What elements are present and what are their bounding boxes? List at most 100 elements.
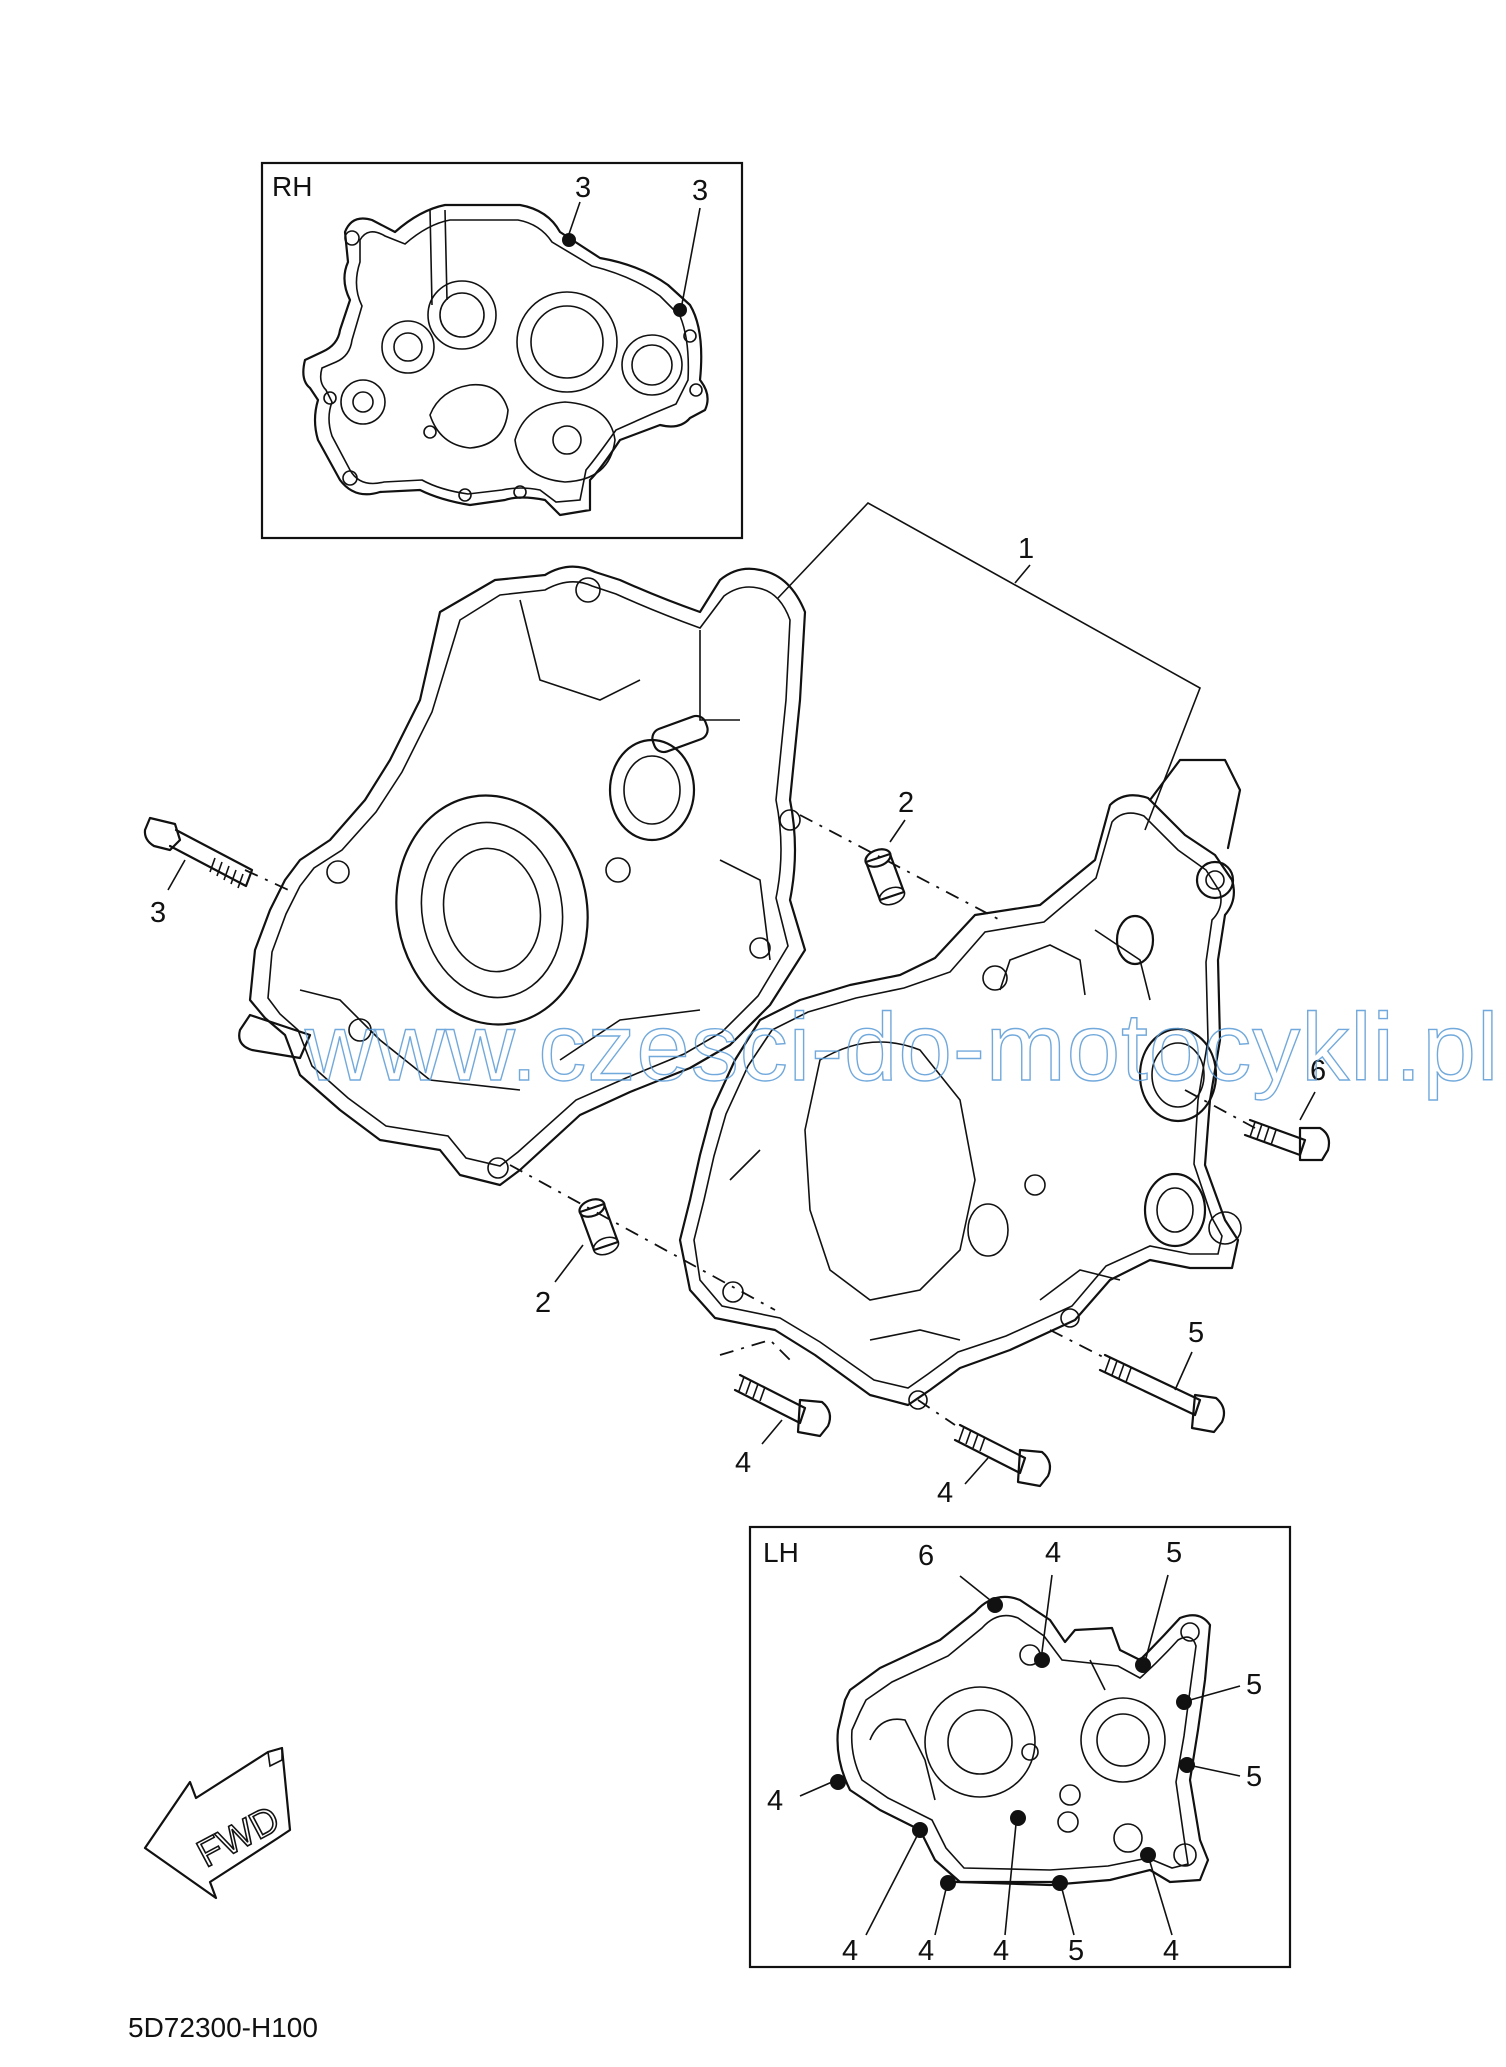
lh-small-hole — [1113, 1823, 1143, 1853]
crankcase-half-right-gasket — [267, 581, 791, 1167]
alignment-line-bolt-4a — [719, 1338, 791, 1361]
bolt-3 — [143, 816, 254, 889]
shaft-bearing-boss-inner — [1156, 1187, 1194, 1233]
rh-pocket — [429, 383, 509, 449]
rh-marked-bolt — [673, 303, 687, 317]
alignment-line-bolt-6 — [1184, 1089, 1256, 1129]
bolt-5-head — [1190, 1393, 1226, 1434]
dowel-pin-upper — [864, 848, 906, 906]
part-1-leader — [1014, 564, 1031, 584]
lh-marked-bolt — [1052, 1875, 1068, 1891]
rh-bolt-hole — [689, 383, 703, 397]
lh-small-hole — [1180, 1622, 1200, 1642]
part-2-leader — [889, 819, 906, 843]
crankcase-boss-left — [238, 1013, 312, 1060]
top-boss — [1148, 758, 1242, 850]
lh-callout-4-bottom-1: 4 — [842, 1935, 858, 1967]
lh-small-hole — [1173, 1843, 1197, 1867]
lh-callout-4-bottom-4: 4 — [1163, 1935, 1179, 1967]
lh-leader — [1189, 1685, 1241, 1701]
lh-bore-right — [1080, 1697, 1166, 1783]
lh-callout-5-bottom: 5 — [1068, 1935, 1084, 1967]
callout-6-main: 6 — [1310, 1055, 1326, 1087]
part-4-leader — [964, 1457, 989, 1485]
lh-ribs — [869, 1659, 1106, 1801]
crankcase-bolt-hole — [1060, 1308, 1080, 1328]
rh-callout-3a: 3 — [575, 172, 591, 204]
rh-bore-4 — [381, 320, 435, 374]
crankcase-bolt-hole — [908, 1390, 928, 1410]
lh-inset-label: LH — [763, 1537, 799, 1568]
rh-inset: RH 3 — [260, 161, 744, 540]
crankcase-left-ribs — [729, 929, 1151, 1341]
part-1-bracket — [777, 501, 1201, 831]
rh-bolt-hole — [344, 230, 360, 246]
part-2-leader — [554, 1244, 584, 1283]
bolt-5-shaft — [1098, 1353, 1202, 1417]
lh-callout-4-bottom-3: 4 — [993, 1935, 1009, 1967]
lh-callout-5-right-a: 5 — [1246, 1669, 1262, 1701]
crankcase-bolt-hole — [575, 577, 601, 603]
lh-marked-bolt — [912, 1822, 928, 1838]
lh-callout-5-right-b: 5 — [1246, 1761, 1262, 1793]
dowel-pin-end — [864, 848, 892, 868]
oil-window — [651, 714, 709, 754]
lh-leader — [1192, 1765, 1241, 1777]
part-6-leader — [1299, 1091, 1316, 1121]
lh-leader — [1041, 1574, 1053, 1653]
rh-gear-pocket — [514, 401, 616, 483]
callout-4-left: 4 — [735, 1447, 751, 1479]
callout-5-main: 5 — [1188, 1317, 1204, 1349]
rh-bolt-hole — [513, 485, 527, 499]
lh-bore-main-inner — [947, 1709, 1013, 1775]
crankcase-half-right — [248, 565, 807, 1187]
lh-leader — [1061, 1888, 1075, 1936]
lh-leader — [1004, 1823, 1017, 1936]
dowel-pin-lower — [578, 1198, 620, 1256]
lh-leader — [799, 1781, 833, 1797]
part-3-leader — [167, 859, 186, 891]
crankcase-bolt-hole — [779, 809, 801, 831]
rh-bolt-hole — [683, 329, 697, 343]
watermark-text: www.czesci-do-motocykli.pl — [304, 994, 1499, 1101]
rh-bore-5 — [340, 379, 386, 425]
rh-bore-main-inner — [530, 305, 604, 379]
bolt-4-shaft — [953, 1423, 1027, 1475]
crankcase-bolt-hole — [982, 965, 1008, 991]
bolt-6-head — [1298, 1126, 1331, 1162]
lh-marked-bolt — [940, 1875, 956, 1891]
rh-bolt-hole — [342, 470, 358, 486]
part-4-leader — [761, 1419, 783, 1445]
rh-bore-main — [516, 291, 618, 393]
bearing-boss-upper-inner — [623, 755, 681, 825]
shaft-bearing-boss — [1143, 1172, 1207, 1248]
bolt-4-shaft — [733, 1373, 807, 1425]
lh-small-hole — [1021, 1743, 1039, 1761]
fwd-arrow-icon — [143, 1746, 292, 1900]
lh-inset: LH — [748, 1525, 1292, 1969]
rh-leader — [568, 201, 581, 235]
rh-bore-1-inner — [439, 292, 485, 338]
lh-marked-bolt — [1034, 1652, 1050, 1668]
lh-callout-4-left: 4 — [767, 1785, 783, 1817]
callout-1: 1 — [1018, 533, 1034, 565]
bolt-5 — [1098, 1353, 1226, 1434]
main-exploded-view: 1 — [143, 501, 1499, 1509]
alignment-line-bolt-5 — [1049, 1329, 1106, 1359]
crankcase-half-left — [678, 794, 1240, 1407]
crankshaft-bore — [395, 794, 589, 1026]
rh-callout-3b: 3 — [692, 175, 708, 207]
lh-callout-5-top: 5 — [1166, 1537, 1182, 1569]
lh-leader — [865, 1835, 918, 1936]
rh-inset-label: RH — [272, 171, 312, 202]
lh-marked-bolt — [987, 1597, 1003, 1613]
lh-bore-main — [924, 1686, 1036, 1798]
lh-marked-bolt — [830, 1774, 846, 1790]
alignment-line-bolt-4b — [917, 1399, 956, 1426]
callout-2-upper: 2 — [898, 787, 914, 819]
rh-leader — [681, 207, 701, 305]
crankcase-ribs — [299, 599, 771, 1091]
crankcase-bolt-hole — [1208, 1211, 1242, 1245]
lh-leader — [934, 1888, 947, 1936]
drain-boss — [967, 1203, 1009, 1257]
